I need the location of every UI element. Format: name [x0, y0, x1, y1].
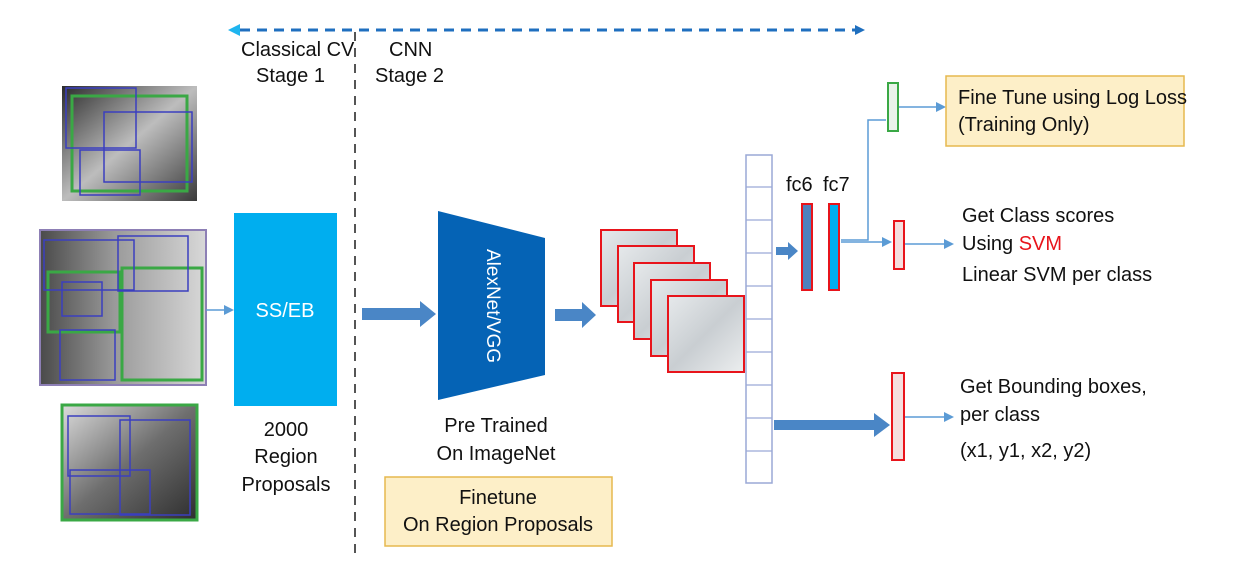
cnn-caption-line-2: On ImageNet	[437, 443, 556, 465]
arrow-cnn-to-features	[555, 302, 596, 328]
finetune-note-line-2: On Region Proposals	[403, 514, 593, 536]
arrow-proposals-to-cnn	[362, 301, 436, 327]
class-scores-line-2: Using SVM	[962, 233, 1062, 255]
input-photo-middle	[39, 229, 207, 386]
fc7-layer	[828, 203, 840, 291]
cnn-caption-line-1: Pre Trained	[444, 415, 547, 437]
cnn-block	[438, 211, 545, 400]
proposal-box	[234, 213, 337, 406]
class-scores-line-3: Linear SVM per class	[962, 264, 1152, 286]
stage-label-stage2: Stage 2	[375, 65, 444, 87]
fc7-label: fc7	[823, 174, 850, 196]
fc6-layer	[801, 203, 813, 291]
stage-span-arrow	[228, 24, 865, 36]
bbox-line-1: Get Bounding boxes,	[960, 376, 1147, 398]
logloss-note-line-2: (Training Only)	[958, 114, 1090, 136]
finetune-note-line-1: Finetune	[459, 487, 537, 509]
class-scores-svm-highlight: SVM	[1019, 233, 1062, 255]
bbox-layer	[891, 372, 905, 461]
proposal-caption-line-1: 2000	[264, 419, 309, 441]
bbox-line-3: (x1, y1, x2, y2)	[960, 440, 1091, 462]
input-photo-bottom	[60, 403, 199, 522]
proposal-box-label: SS/EB	[256, 300, 315, 322]
bbox-line-2: per class	[960, 404, 1040, 426]
svm-layer	[893, 220, 905, 270]
arrow-features-to-fc6	[776, 242, 798, 260]
connector-fc7-to-logloss	[841, 119, 886, 241]
class-scores-line-1: Get Class scores	[962, 205, 1114, 227]
arrow-features-to-bbox	[774, 413, 890, 437]
logloss-note-line-1: Fine Tune using Log Loss	[958, 87, 1187, 109]
proposal-caption-line-3: Proposals	[242, 474, 331, 496]
input-photo-top	[62, 86, 197, 201]
fc6-label: fc6	[786, 174, 813, 196]
class-scores-using: Using	[962, 233, 1019, 255]
feature-vector-column	[745, 154, 773, 484]
logloss-note-box	[945, 75, 1185, 147]
stage-label-classical-cv: Classical CV	[241, 39, 355, 61]
stage-label-cnn: CNN	[389, 39, 432, 61]
feature-map-stack	[600, 229, 745, 373]
cnn-block-label: AlexNet/VGG	[482, 249, 503, 363]
stage-label-stage1: Stage 1	[256, 65, 325, 87]
logloss-layer	[887, 82, 899, 132]
finetune-note-box	[384, 476, 613, 547]
proposal-caption-line-2: Region	[254, 446, 317, 468]
